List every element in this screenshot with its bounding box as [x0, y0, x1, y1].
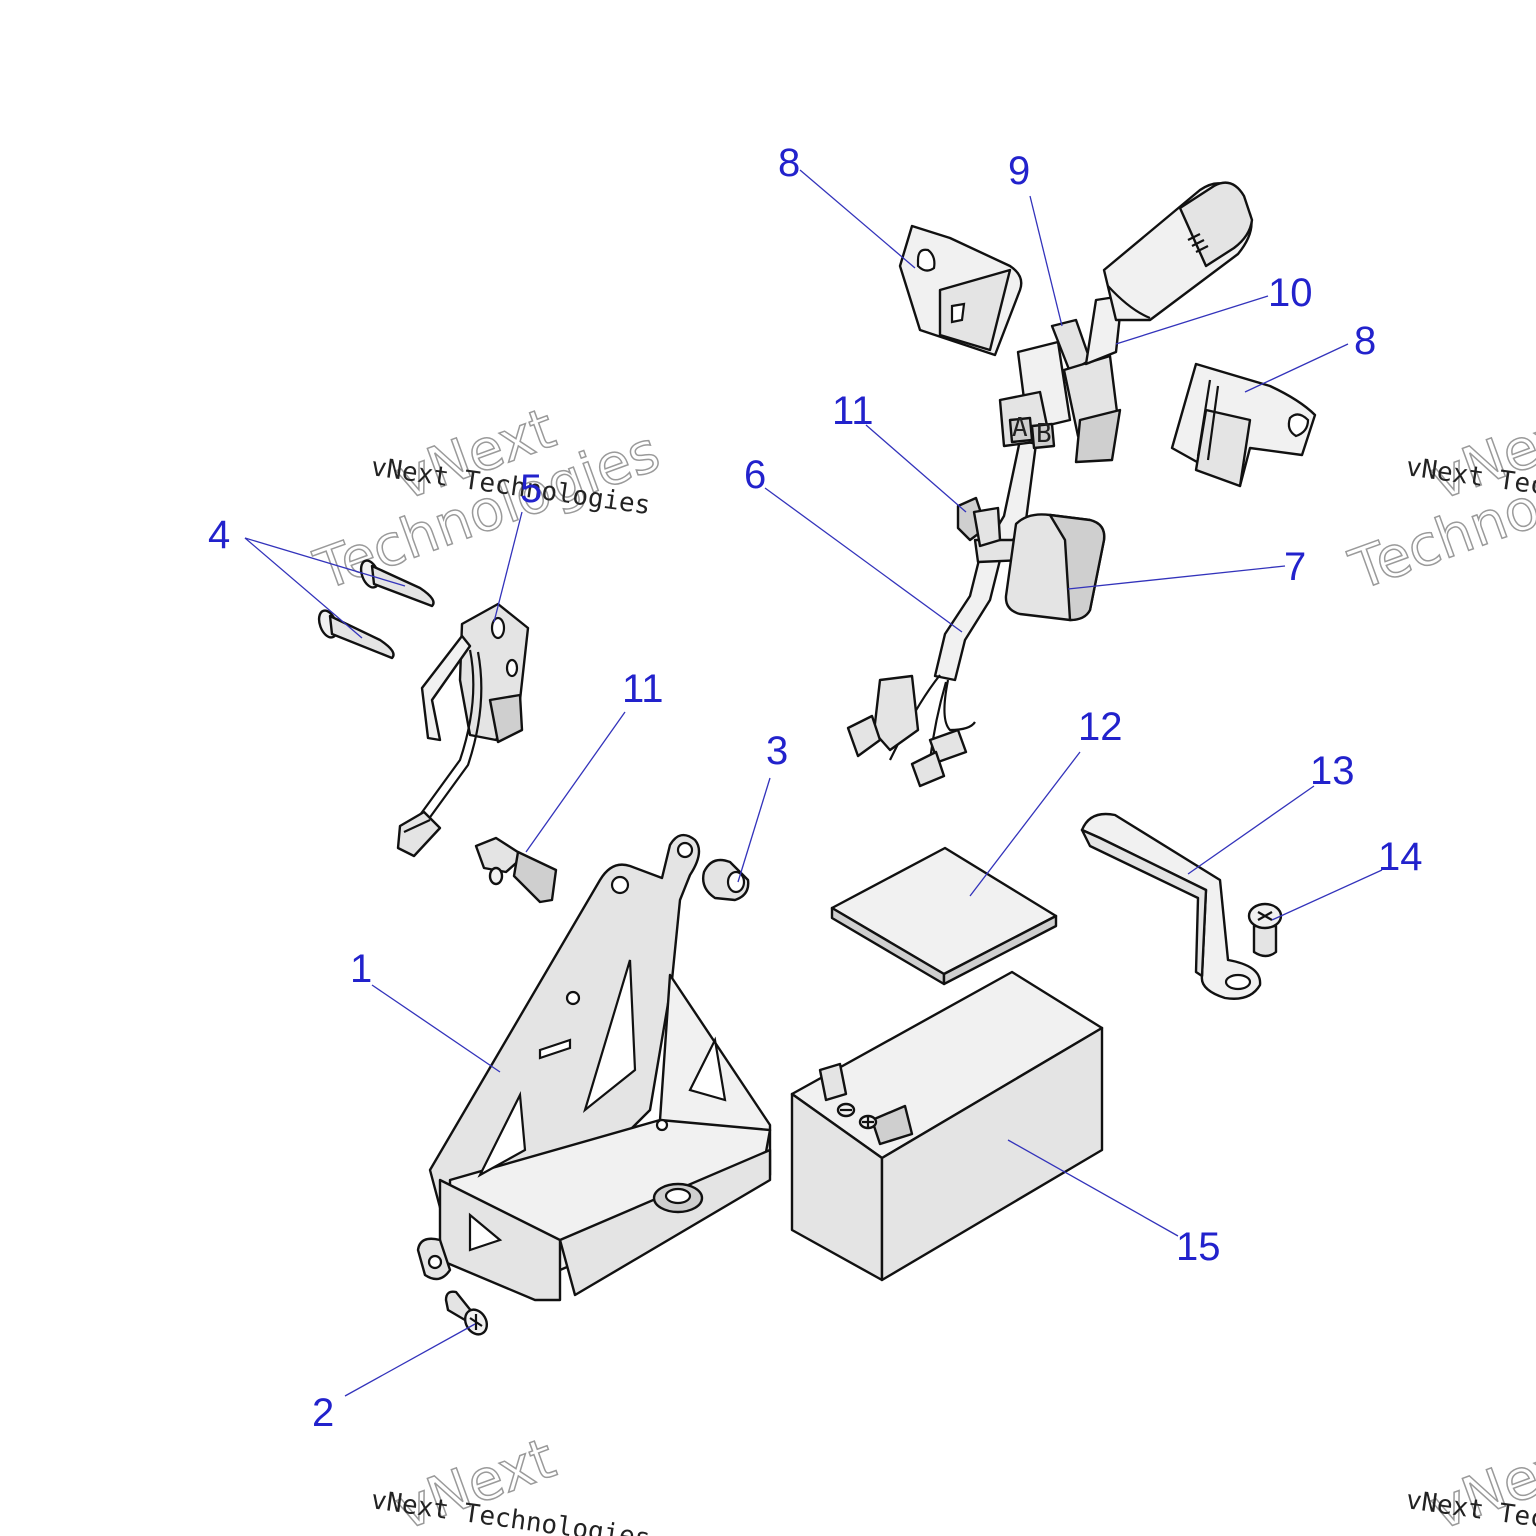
callout-8-right: 8: [1354, 319, 1376, 363]
callout-11-lower: 11: [622, 667, 664, 711]
leader-7: [1067, 565, 1286, 590]
part-9-connector-housing[interactable]: A B: [998, 318, 1092, 450]
leader-8b: [1244, 343, 1349, 393]
part-2-screw[interactable]: [444, 1290, 491, 1339]
part-7-cover-box[interactable]: [1004, 513, 1106, 622]
leader-14: [1271, 869, 1383, 921]
leader-13: [1187, 785, 1315, 875]
callout-1: 1: [350, 947, 372, 991]
leader-9: [1029, 195, 1063, 327]
leader-lines: [244, 169, 1383, 1397]
part-11-push-clip-upper[interactable]: [956, 496, 1002, 548]
part-15-battery[interactable]: [790, 970, 1104, 1282]
connector-pin-a-label: A: [1012, 413, 1028, 443]
leader-4b: [244, 537, 363, 639]
callout-15: 15: [1176, 1225, 1221, 1269]
leader-11b: [525, 711, 626, 853]
leader-3: [737, 777, 771, 883]
connector-pin-b-label: B: [1036, 419, 1052, 449]
part-8-cover-right[interactable]: [1170, 362, 1317, 488]
part-1-battery-bracket[interactable]: [416, 833, 772, 1302]
part-13-hold-down-strap[interactable]: [1080, 812, 1262, 1000]
leader-12: [969, 751, 1081, 897]
callout-6: 6: [744, 453, 766, 497]
leader-8a: [799, 169, 916, 269]
leader-11a: [865, 424, 967, 513]
leader-6: [764, 487, 963, 633]
part-11-push-clip-lower[interactable]: [474, 836, 558, 904]
leader-15: [1007, 1139, 1179, 1237]
callout-8-left: 8: [778, 141, 800, 185]
callout-13: 13: [1310, 749, 1355, 793]
callout-4: 4: [208, 513, 230, 557]
leader-5: [493, 511, 523, 623]
callout-5: 5: [520, 467, 542, 511]
part-10-connector-plug[interactable]: [1062, 181, 1254, 464]
part-14-screw[interactable]: [1247, 902, 1283, 958]
watermark-bottom-left: vNext vNext Technologies: [369, 1425, 652, 1536]
part-12-pad[interactable]: [830, 846, 1058, 986]
part-3-nut[interactable]: [701, 858, 750, 902]
callout-2: 2: [312, 1391, 334, 1435]
leader-2: [344, 1323, 476, 1397]
callout-14: 14: [1378, 835, 1423, 879]
part-5-switch[interactable]: [396, 602, 530, 858]
leader-4a: [244, 537, 406, 587]
part-8-cover-left[interactable]: [898, 224, 1023, 357]
callout-9: 9: [1008, 149, 1030, 193]
callout-numbers: 1 2 3 4 5 6 7 8 8 9 10 11 11 12 13 14 15: [208, 141, 1423, 1435]
callout-3: 3: [766, 729, 788, 773]
leader-10: [1115, 295, 1269, 345]
callout-7: 7: [1284, 545, 1306, 589]
leader-1: [371, 984, 501, 1073]
callout-11-upper: 11: [832, 389, 874, 433]
watermark-bottom-right: vNext vNext Technologies: [1404, 1425, 1536, 1536]
callout-12: 12: [1078, 705, 1123, 749]
watermark-right: vNext Technologies vNext Technologies: [1341, 395, 1536, 604]
callout-10: 10: [1268, 271, 1313, 315]
